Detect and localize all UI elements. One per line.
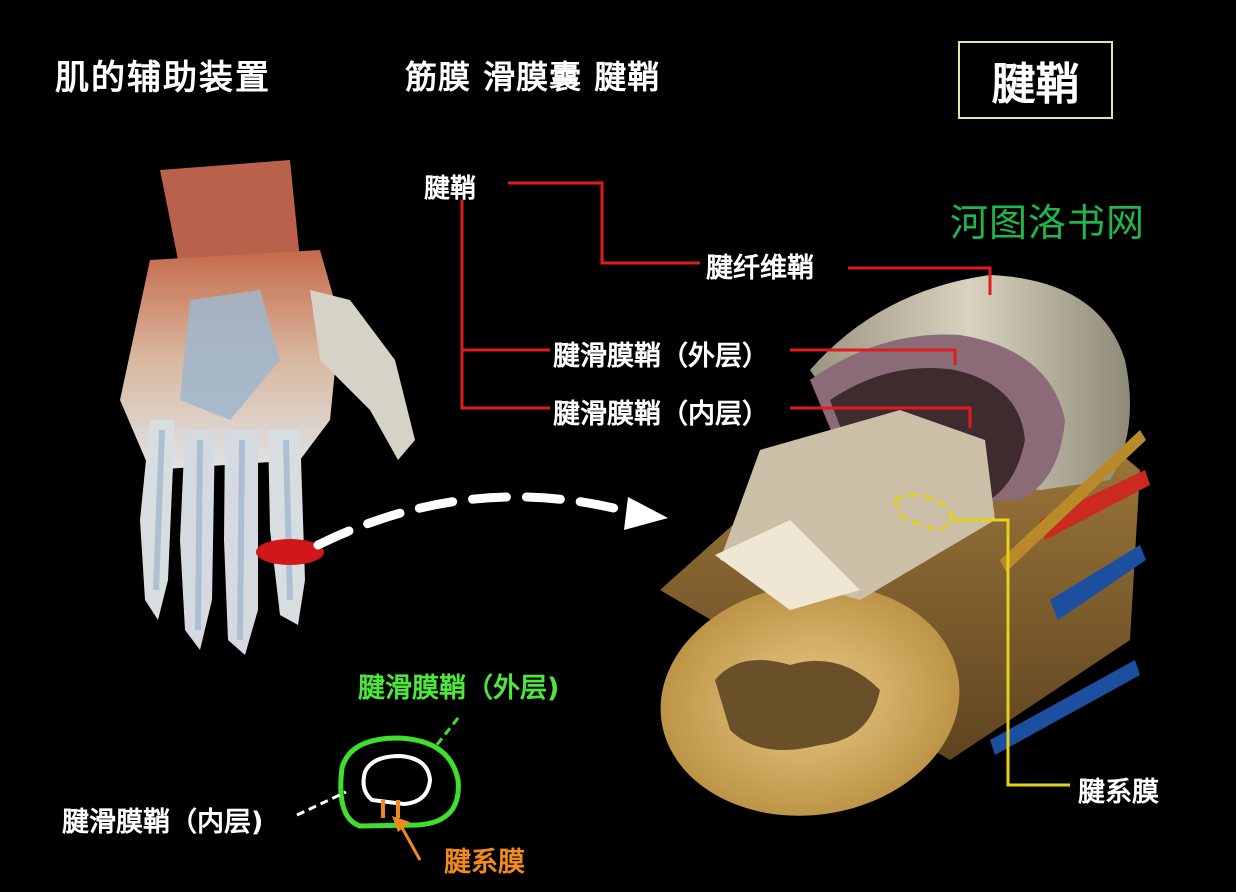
inset-label-outer: 腱滑膜鞘（外层): [358, 673, 560, 704]
watermark: 河图洛书网: [950, 201, 1146, 245]
inset-schematic: [296, 717, 461, 861]
section-title-box: 腱鞘: [958, 41, 1113, 119]
tendon-section-illustration: [660, 275, 1150, 816]
label-synovial-outer: 腱滑膜鞘（外层）: [553, 341, 769, 372]
leader-lines: [460, 181, 992, 428]
hand-illustration: [120, 160, 415, 655]
label-mesotendon: 腱系膜: [1078, 777, 1159, 808]
label-synovial-inner: 腱滑膜鞘（内层）: [553, 399, 769, 430]
mesotendon-leader: [950, 518, 1070, 787]
inset-label-mesotendon: 腱系膜: [444, 847, 525, 878]
topic-list: 筋膜 滑膜囊 腱鞘: [405, 58, 661, 96]
dashed-arrow: [313, 492, 668, 550]
label-fibrous-sheath: 腱纤维鞘: [706, 253, 814, 284]
inset-label-inner: 腱滑膜鞘（内层): [62, 807, 264, 838]
page-title: 肌的辅助装置: [55, 58, 271, 98]
label-tendon-sheath: 腱鞘: [424, 174, 477, 204]
